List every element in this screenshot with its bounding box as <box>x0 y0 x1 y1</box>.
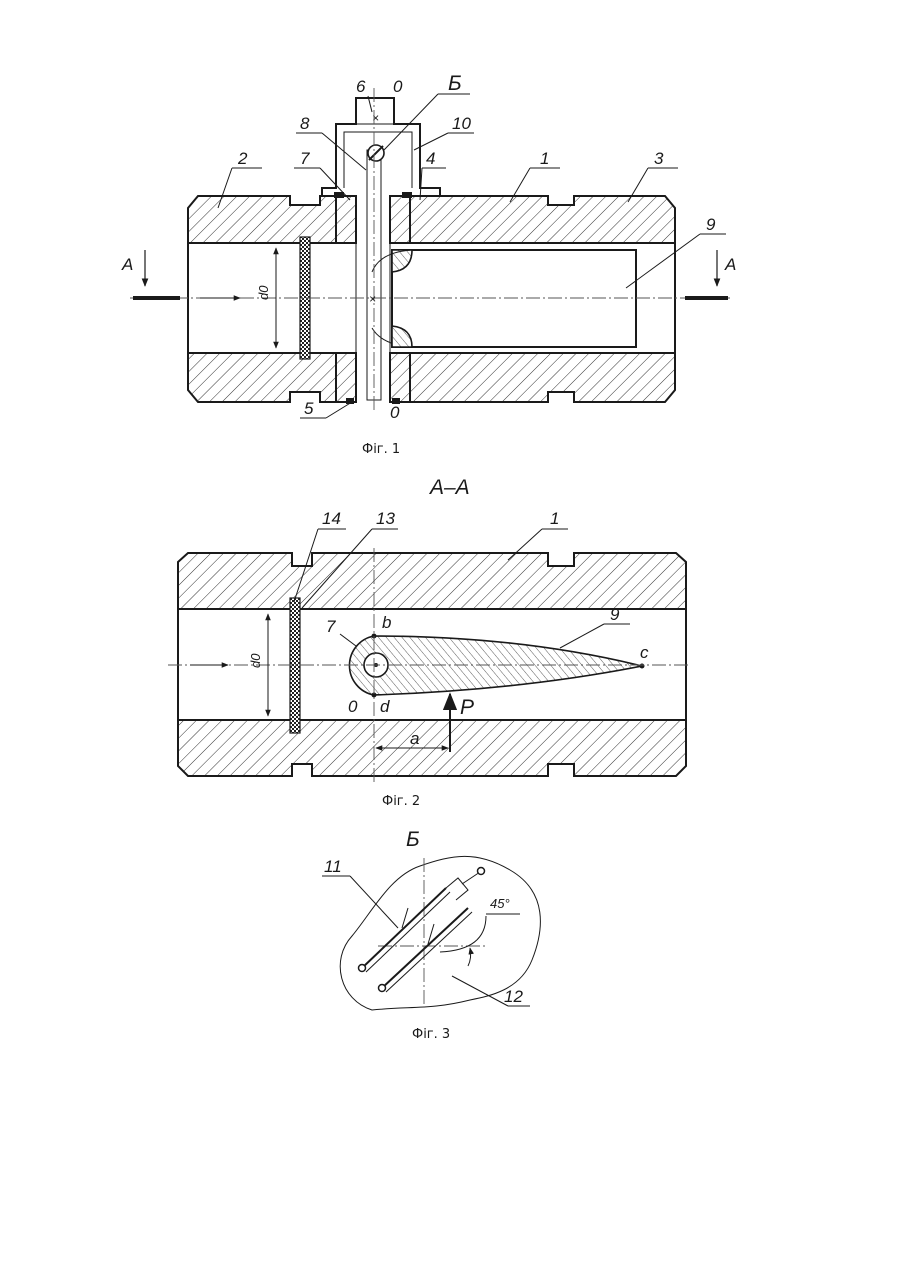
fig2-point-d: d <box>380 697 390 716</box>
label-view-b: Б <box>448 72 462 95</box>
bushing-4b <box>390 196 410 243</box>
body-bottom-wall-right <box>410 353 675 402</box>
fig2-arm-label: a <box>410 729 419 748</box>
fig2-label-7: 7 <box>326 617 336 636</box>
label-part-10: 10 <box>452 114 471 133</box>
fig3-label-12: 12 <box>504 987 523 1006</box>
figure-2: A–A 14 <box>168 476 690 809</box>
label-part-3: 3 <box>654 149 664 168</box>
fig2-vane-9 <box>349 636 642 695</box>
seal-element <box>334 192 344 198</box>
fig3-element-11 <box>362 888 446 968</box>
label-part-6: 6 <box>356 77 366 96</box>
title-view-b: Б <box>406 828 420 851</box>
label-axis-bottom: 0 <box>390 403 400 422</box>
fig2-force-label: P <box>460 696 474 719</box>
label-part-9: 9 <box>706 215 716 234</box>
fig2-top-wall <box>178 553 686 609</box>
label-section-left: A <box>121 255 133 274</box>
caption-fig1: Фіг. 1 <box>362 442 400 457</box>
label-part-2: 2 <box>237 149 248 168</box>
fig3-element-12 <box>382 908 468 988</box>
vane-9 <box>392 250 636 347</box>
fig2-diameter-label: d0 <box>248 653 263 668</box>
body-top-wall-right <box>410 196 675 243</box>
label-part-4: 4 <box>426 149 435 168</box>
fig2-label-1: 1 <box>550 509 559 528</box>
fig2-label-13: 13 <box>376 509 395 528</box>
fig2-point-o: 0 <box>348 697 358 716</box>
bushing-5b <box>390 353 410 402</box>
fig2-label-9: 9 <box>610 605 620 624</box>
label-part-7: 7 <box>300 149 310 168</box>
figure-1: × × <box>121 72 736 457</box>
title-section-aa: A–A <box>428 476 470 499</box>
body-bottom-wall <box>188 353 336 402</box>
figure-3: Б 11 12 45° Фіг. 3 <box>322 828 540 1042</box>
caption-fig3: Фіг. 3 <box>412 1027 450 1042</box>
fig2-point-c: c <box>640 643 649 662</box>
label-part-1: 1 <box>540 149 549 168</box>
fig2-flow-screen <box>290 598 300 733</box>
fig3-label-11: 11 <box>324 857 342 876</box>
svg-text:×: × <box>372 111 379 125</box>
label-section-right: A <box>724 255 736 274</box>
svg-text:×: × <box>369 292 376 306</box>
caption-fig2: Фіг. 2 <box>382 794 420 809</box>
fig2-label-14: 14 <box>322 509 341 528</box>
label-part-5: 5 <box>304 399 314 418</box>
bushing-4 <box>336 196 356 243</box>
fig2-point-b: b <box>382 613 391 632</box>
body-top-wall <box>188 196 336 243</box>
bushing-5 <box>336 353 356 402</box>
fig3-angle-label: 45° <box>490 896 510 911</box>
label-diameter: d0 <box>256 285 271 300</box>
label-axis-top: 0 <box>393 77 403 96</box>
label-part-8: 8 <box>300 114 310 133</box>
